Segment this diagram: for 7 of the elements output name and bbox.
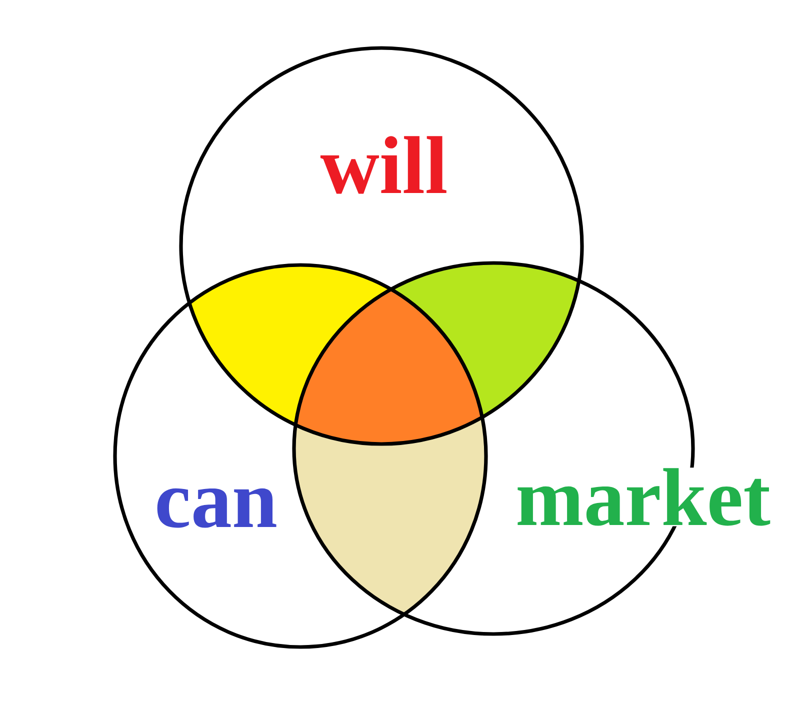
set-label: can (154, 488, 278, 528)
venn-circle (179, 46, 584, 446)
set-label: market (515, 468, 771, 526)
set-label: will (320, 136, 448, 194)
overlap-region (294, 417, 486, 614)
overlap-region (296, 289, 482, 444)
venn-circle (113, 263, 488, 649)
